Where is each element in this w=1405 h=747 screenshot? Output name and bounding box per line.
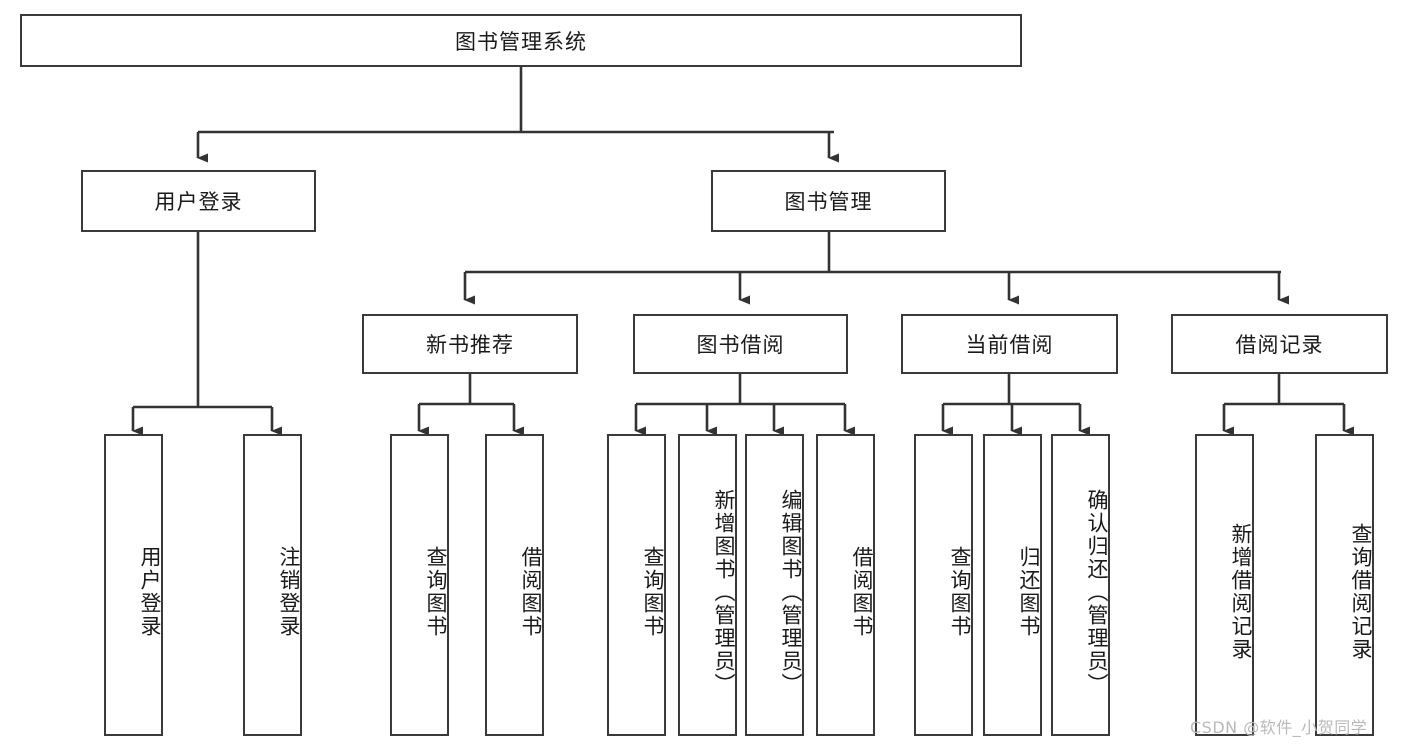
node-book-borrow[interactable]: 图书借阅 [633,314,848,374]
leaf-borrow-borrow-book[interactable]: 借阅图书 [816,434,875,736]
node-label: 当前借阅 [965,333,1054,357]
node-new-book-recommend[interactable]: 新书推荐 [362,314,578,374]
node-user-login[interactable]: 用户登录 [81,170,316,232]
node-label: 借阅图书 [519,546,543,638]
leaf-record-add-record[interactable]: 新增借阅记录 [1195,434,1254,736]
node-label: 新增图书（管理员） [712,488,736,696]
node-label: 借阅记录 [1235,333,1324,357]
leaf-recommend-borrow-book[interactable]: 借阅图书 [485,434,544,736]
node-root-system[interactable]: 图书管理系统 [20,14,1022,67]
node-label: 图书管理 [784,190,873,214]
leaf-current-confirm-return-admin[interactable]: 确认归还（管理员） [1051,434,1110,736]
node-label: 归还图书 [1017,546,1041,638]
leaf-current-query-book[interactable]: 查询图书 [914,434,973,736]
leaf-borrow-edit-book-admin[interactable]: 编辑图书（管理员） [745,434,804,736]
node-label: 图书管理系统 [455,29,587,54]
leaf-user-login-signin[interactable]: 用户登录 [104,434,163,736]
node-label: 新书推荐 [426,333,514,357]
node-borrow-record[interactable]: 借阅记录 [1171,314,1388,374]
node-label: 用户登录 [154,190,243,214]
node-current-borrow[interactable]: 当前借阅 [901,314,1118,374]
node-label: 查询图书 [948,546,972,638]
node-book-management[interactable]: 图书管理 [711,170,946,232]
leaf-borrow-query-book[interactable]: 查询图书 [607,434,666,736]
watermark-text: CSDN @软件_小贺同学 [1190,718,1368,737]
node-label: 借阅图书 [850,546,874,638]
leaf-user-login-signout[interactable]: 注销登录 [243,434,302,736]
leaf-current-return-book[interactable]: 归还图书 [983,434,1042,736]
node-label: 查询图书 [641,546,665,638]
node-label: 查询图书 [424,546,448,638]
leaf-record-query-record[interactable]: 查询借阅记录 [1315,434,1374,736]
node-label: 注销登录 [277,546,301,638]
node-label: 确认归还（管理员） [1085,488,1109,696]
node-label: 用户登录 [138,546,162,638]
node-label: 查询借阅记录 [1349,523,1373,661]
node-label: 图书借阅 [696,333,785,357]
node-label: 编辑图书（管理员） [779,488,803,696]
node-label: 新增借阅记录 [1229,523,1253,661]
leaf-borrow-add-book-admin[interactable]: 新增图书（管理员） [678,434,737,736]
leaf-recommend-query-book[interactable]: 查询图书 [390,434,449,736]
